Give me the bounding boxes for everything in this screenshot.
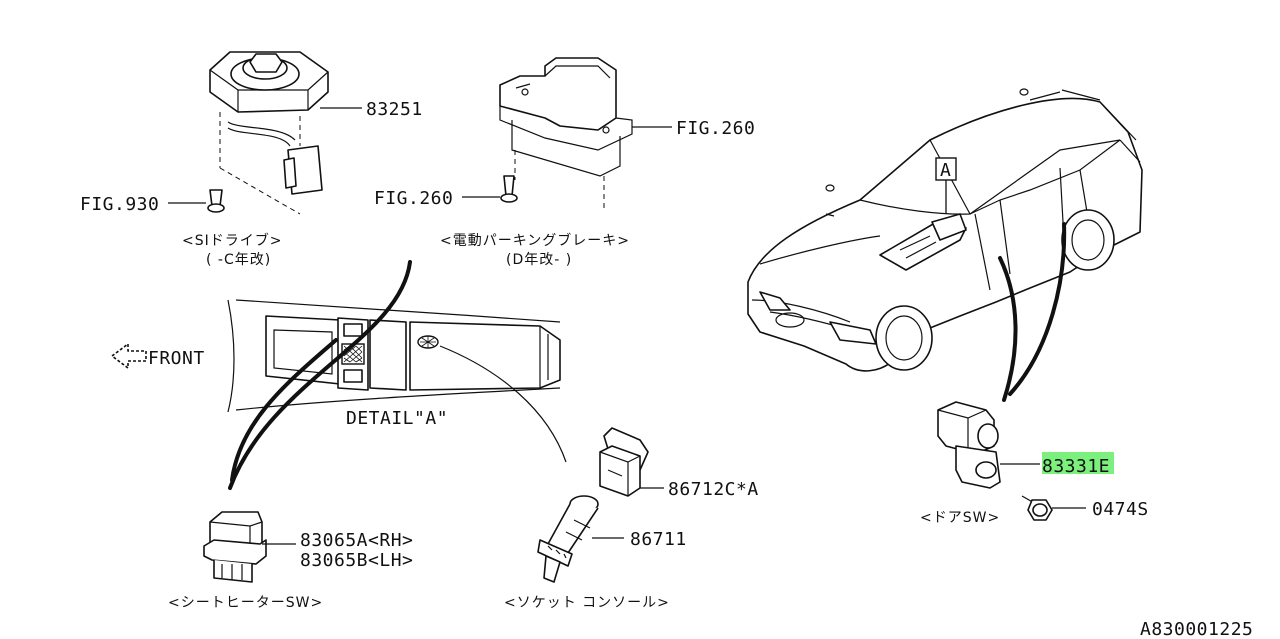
- part-number-83331e[interactable]: 83331E: [1042, 456, 1110, 477]
- part-number-83251[interactable]: 83251: [366, 99, 423, 120]
- view-a-marker-label[interactable]: A: [940, 160, 951, 181]
- si-drive-caption: <SIドライブ>: [182, 232, 282, 249]
- highlight-83331e: [1042, 452, 1114, 474]
- door-switch-connector-line: [998, 256, 1018, 402]
- part-number-83065b[interactable]: 83065B<LH>: [300, 550, 413, 571]
- part-number-0474s[interactable]: 0474S: [1092, 499, 1149, 520]
- si-drive-switch[interactable]: [207, 51, 329, 215]
- seat-heater-caption: <シートヒーターSW>: [168, 595, 323, 611]
- fig-260-reference-left[interactable]: FIG.260: [374, 188, 453, 209]
- socket-body[interactable]: [537, 495, 599, 583]
- socket-console-caption: <ソケット コンソール>: [504, 595, 670, 611]
- detail-a-caption: DETAIL"A": [346, 408, 448, 429]
- seat-heater-switch[interactable]: [203, 511, 267, 583]
- fig-260-reference-right[interactable]: FIG.260: [676, 118, 755, 139]
- door-switch-connector-line-2: [1008, 222, 1067, 396]
- diagram-id: A830001225: [1140, 619, 1253, 639]
- si-drive-note: ( -C年改): [206, 252, 271, 268]
- parking-brake-note: (D年改- ): [506, 252, 572, 268]
- door-switch[interactable]: [937, 401, 1001, 489]
- vehicle-illustration: [747, 88, 1143, 372]
- socket-cover[interactable]: [599, 427, 649, 497]
- seat-heater-connector-line: [228, 260, 412, 490]
- front-arrow: [111, 343, 147, 369]
- seat-heater-connector-line-2: [230, 338, 338, 482]
- parking-brake-caption: <電動パーキングブレーキ>: [440, 232, 630, 249]
- front-direction-label: FRONT: [148, 348, 205, 369]
- bolt-0474s[interactable]: [1021, 495, 1053, 521]
- part-number-86712c[interactable]: 86712C*A: [668, 479, 759, 500]
- part-number-86711[interactable]: 86711: [630, 529, 687, 550]
- parking-brake-switch[interactable]: [499, 57, 633, 208]
- console-detail-view: [227, 299, 561, 413]
- part-number-83065a[interactable]: 83065A<RH>: [300, 530, 413, 551]
- socket-connector-line: [439, 345, 567, 463]
- fig-930-reference[interactable]: FIG.930: [80, 194, 159, 215]
- door-switch-caption: <ドアSW>: [920, 510, 1000, 526]
